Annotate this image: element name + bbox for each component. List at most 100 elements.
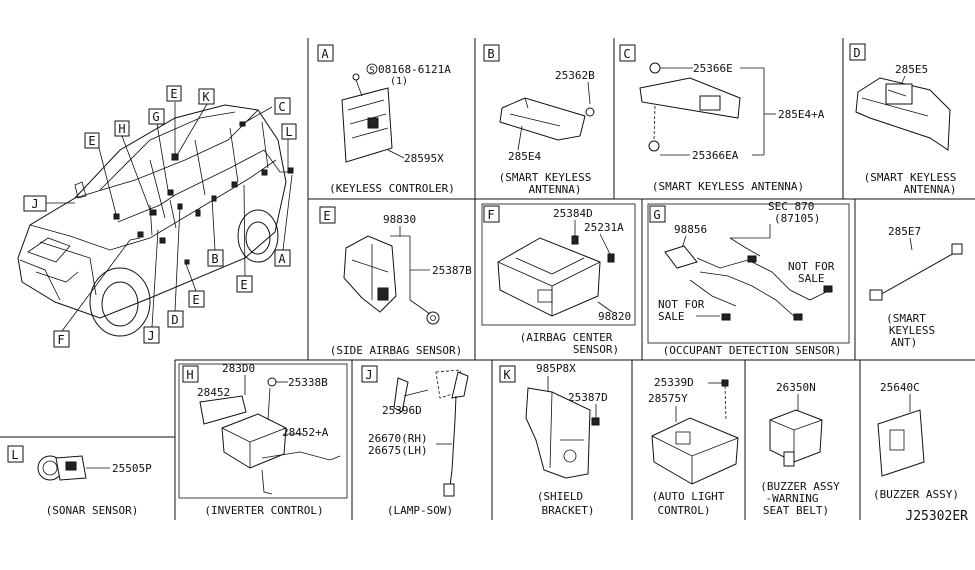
vehicle-callout-E4: E: [236, 275, 253, 293]
svg-text:285E5: 285E5: [895, 63, 928, 76]
svg-text:25366EA: 25366EA: [692, 149, 739, 162]
svg-text:E: E: [192, 293, 199, 307]
svg-text:(OCCUPANT DETECTION SENSOR): (OCCUPANT DETECTION SENSOR): [663, 344, 842, 357]
svg-text:-WARNING: -WARNING: [766, 492, 819, 505]
svg-text:25384D: 25384D: [553, 207, 593, 220]
svg-text:K: K: [503, 368, 511, 382]
svg-text:C: C: [278, 100, 285, 114]
svg-text:(SONAR SENSOR): (SONAR SENSOR): [46, 504, 139, 517]
svg-text:(SMART: (SMART: [886, 312, 926, 325]
panel-grid: [0, 38, 975, 520]
part-number: 25362B: [555, 69, 595, 82]
svg-text:(AIRBAG CENTER: (AIRBAG CENTER: [520, 331, 613, 344]
svg-text:K: K: [202, 90, 210, 104]
svg-text:25338B: 25338B: [288, 376, 328, 389]
symbol-s-circle: [366, 63, 378, 75]
panel-J-lamp-sow: J 25396D 26670(RH) 26675(LH) (LAMP-SOW): [361, 365, 469, 517]
svg-text:F: F: [487, 208, 494, 222]
svg-text:F: F: [57, 333, 64, 347]
vehicle-callout-H: H: [114, 120, 130, 137]
buzzer-assy-part: [877, 409, 925, 477]
svg-text:ANTENNA): ANTENNA): [529, 183, 582, 196]
svg-text:(SMART KEYLESS ANTENNA): (SMART KEYLESS ANTENNA): [652, 180, 804, 193]
vehicle-callout-L: L: [281, 123, 297, 140]
svg-text:SALE: SALE: [658, 310, 685, 323]
svg-text:CONTROL): CONTROL): [658, 504, 711, 517]
svg-text:L: L: [11, 448, 18, 462]
antenna-part: [499, 97, 586, 141]
svg-text:(BUZZER ASSY): (BUZZER ASSY): [873, 488, 959, 501]
svg-text:G: G: [653, 208, 660, 222]
svg-text:NOT FOR: NOT FOR: [658, 298, 705, 311]
vehicle-callout-E2: E: [166, 85, 182, 102]
svg-text:25387D: 25387D: [568, 391, 608, 404]
panel-L-sonar-sensor: L 25505P (SONAR SENSOR): [7, 445, 152, 517]
svg-text:98820: 98820: [598, 310, 631, 323]
svg-text:J: J: [147, 329, 154, 343]
svg-text:D: D: [853, 46, 860, 60]
panel-E-side-airbag-sensor: E 98830 25387B (SIDE AIRBAG SENSOR): [319, 206, 472, 357]
svg-text:285E4+A: 285E4+A: [778, 108, 825, 121]
svg-text:H: H: [118, 122, 125, 136]
svg-text:KEYLESS: KEYLESS: [889, 324, 935, 337]
panel-A-letter-box: [317, 44, 334, 62]
panel-K-shield-bracket: K 985P8X 25387D (SHIELD BRACKET): [499, 362, 608, 517]
svg-text:ANTENNA): ANTENNA): [904, 183, 957, 196]
shield-bracket-part: [525, 387, 591, 479]
svg-text:(INVERTER CONTROL): (INVERTER CONTROL): [204, 504, 323, 517]
vehicle-callout-J1: J: [23, 195, 47, 212]
svg-text:H: H: [186, 368, 193, 382]
vehicle-callout-K: K: [198, 88, 215, 105]
vehicle-callout-G: G: [148, 108, 165, 125]
panel-auto-light-control: 25339D 28575Y (AUTO LIGHT CONTROL): [648, 376, 739, 517]
keyless-controller-unit: [341, 87, 393, 163]
antenna-part: [855, 77, 951, 151]
svg-text:25387B: 25387B: [432, 264, 472, 277]
inverter-control-unit: [221, 413, 287, 469]
panel-A-caption: (KEYLESS CONTROLER): [329, 182, 455, 195]
svg-text:E: E: [240, 278, 247, 292]
svg-text:25640C: 25640C: [880, 381, 920, 394]
svg-text:25231A: 25231A: [584, 221, 624, 234]
svg-text:J: J: [31, 197, 38, 211]
panel-C-smart-keyless-antenna: C 25366E 25366EA 285E4+A (SMART KEYLESS …: [619, 44, 825, 193]
svg-text:25366E: 25366E: [693, 62, 733, 75]
svg-text:(LAMP-SOW): (LAMP-SOW): [387, 504, 453, 517]
vehicle-callout-E1: E: [84, 132, 100, 149]
svg-text:A: A: [278, 252, 286, 266]
svg-text:(SMART KEYLESS: (SMART KEYLESS: [864, 171, 957, 184]
svg-text:26670(RH): 26670(RH): [368, 432, 428, 445]
part-number: 28595X: [404, 152, 444, 165]
panel-F-airbag-center-sensor: F 25384D 25231A 98820 (AIRBAG CENTER SEN…: [481, 203, 636, 356]
svg-text:D: D: [171, 313, 178, 327]
panel-A-keyless-controller: A S 08168-6121A (1) 28595X (KEYLESS CONT…: [317, 44, 455, 195]
svg-text:ANT): ANT): [891, 336, 918, 349]
svg-text:28452+A: 28452+A: [282, 426, 329, 439]
svg-text:(AUTO LIGHT: (AUTO LIGHT: [652, 490, 725, 503]
svg-text:SALE: SALE: [798, 272, 825, 285]
vehicle-callout-C: C: [274, 97, 291, 115]
panel-G-occupant-detection-sensor: G SEC 870 (87105) 98856 NOT FOR SALE NOT…: [647, 200, 850, 357]
panel-smart-keyless-ant: 285E7 (SMART KEYLESS ANT): [869, 225, 963, 349]
part-quantity: (1): [390, 76, 408, 87]
diagram-code: J25302ER: [905, 509, 968, 524]
svg-text:B: B: [487, 47, 494, 61]
panel-B-smart-keyless-antenna: B 25362B 285E4 (SMART KEYLESS ANTENNA): [483, 44, 595, 196]
svg-text:985P8X: 985P8X: [536, 362, 576, 375]
svg-text:(SHIELD: (SHIELD: [537, 490, 583, 503]
panel-H-inverter-control: H 283D0 28452 25338B 28452+A (INVERTER C…: [178, 362, 348, 517]
auto-light-control-unit: [651, 417, 739, 485]
buzzer-seat-belt-part: [769, 409, 823, 463]
svg-text:28452: 28452: [197, 386, 230, 399]
part-number: 08168-6121A: [378, 63, 451, 76]
svg-text:(87105): (87105): [774, 212, 820, 225]
svg-text:SENSOR): SENSOR): [573, 343, 619, 356]
svg-text:L: L: [285, 125, 292, 139]
svg-text:(SMART KEYLESS: (SMART KEYLESS: [499, 171, 592, 184]
svg-text:98830: 98830: [383, 213, 416, 226]
panel-buzzer-assy: 25640C (BUZZER ASSY): [873, 381, 959, 501]
svg-text:E: E: [323, 209, 330, 223]
svg-text:28575Y: 28575Y: [648, 392, 688, 405]
svg-text:285E7: 285E7: [888, 225, 921, 238]
vehicle-illustration: E H G E K C L J: [17, 85, 297, 348]
